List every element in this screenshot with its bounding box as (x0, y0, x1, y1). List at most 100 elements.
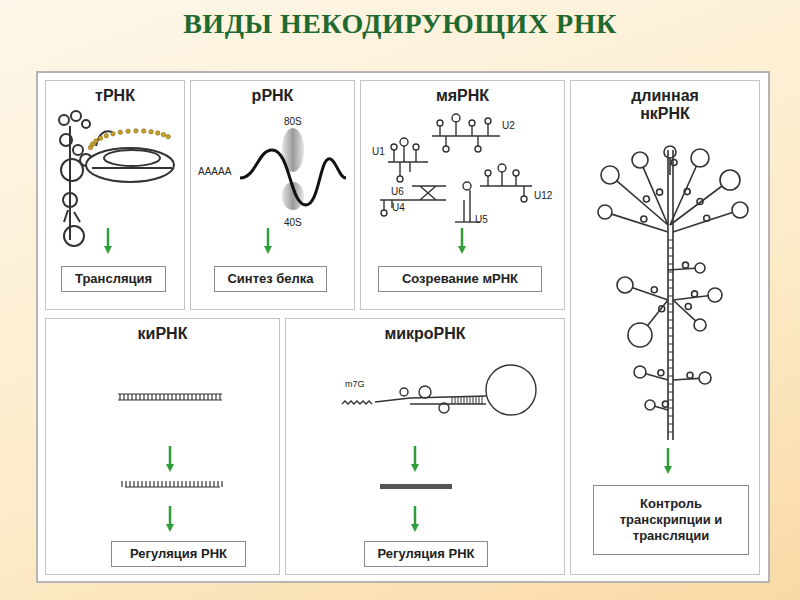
base-pair (143, 394, 144, 400)
result-box: Регуляция РНК (364, 541, 488, 567)
base-pair (668, 408, 673, 409)
rna-panel: рРНКСинтез белка (190, 80, 355, 310)
drawing-part (498, 164, 506, 172)
sirna-figure (118, 394, 222, 487)
base (145, 481, 146, 487)
base-pair (668, 376, 673, 377)
loop (598, 205, 612, 219)
loop (683, 262, 689, 268)
base-pair (668, 416, 673, 417)
loop (694, 319, 706, 331)
heading-text: микроРНК (384, 325, 465, 343)
branch (647, 300, 668, 326)
loop (657, 189, 663, 195)
base-pair (467, 396, 468, 404)
drawing-part (71, 111, 81, 121)
base (125, 481, 126, 487)
base-pair (127, 394, 128, 400)
base-pair (211, 394, 212, 400)
panel-heading: микроРНК (286, 325, 564, 343)
base-pair (668, 256, 673, 257)
drawing-part (381, 210, 387, 216)
base (185, 481, 186, 487)
base-pair (155, 394, 156, 400)
base (165, 481, 166, 487)
base (169, 481, 170, 487)
loop (732, 202, 748, 218)
base (209, 481, 210, 487)
drawing-part (169, 446, 172, 468)
drawing-part (485, 118, 491, 124)
drawing-part (118, 394, 222, 400)
base (161, 481, 162, 487)
drawing-part (461, 228, 464, 250)
result-box: Созревание мРНК (378, 266, 542, 292)
base (221, 481, 222, 487)
loop (687, 372, 693, 378)
base-pair (668, 320, 673, 321)
base (205, 481, 206, 487)
base-pair (123, 394, 124, 400)
base-pair (461, 396, 462, 404)
loop (699, 372, 711, 384)
loop (632, 152, 648, 168)
drawing-part (375, 396, 486, 404)
bead (161, 132, 165, 136)
drawing-part (107, 228, 110, 250)
drawing-part (400, 388, 408, 396)
base-pair (479, 396, 480, 404)
drawing-part (104, 150, 160, 166)
base-pair (219, 394, 220, 400)
loop (671, 160, 677, 166)
loop (684, 189, 690, 195)
base (217, 481, 218, 487)
heading-text: киРНК (138, 325, 188, 343)
base-pair (191, 394, 192, 400)
branch (673, 300, 696, 321)
rna-panel: киРНКРегуляция РНК (45, 318, 280, 575)
loop (664, 146, 676, 158)
drawing-part (400, 162, 410, 176)
drawing-part (464, 190, 470, 222)
loop (697, 199, 703, 205)
loop (720, 170, 740, 190)
lncrna-figure (598, 146, 748, 440)
drawing-part (513, 170, 519, 176)
drawing-part (384, 200, 392, 210)
bead (118, 130, 122, 134)
drawing-part (73, 145, 83, 155)
figure-label: 80S (284, 117, 302, 127)
drawing-part (400, 138, 408, 146)
branch (612, 214, 668, 232)
base-pair (668, 240, 673, 241)
drawing-part (380, 186, 446, 200)
heading-text: рРНК (252, 87, 294, 105)
figure-label: U2 (502, 121, 515, 131)
base-pair (171, 394, 172, 400)
base-pair (464, 396, 465, 404)
base-pair (470, 396, 471, 404)
mature-mirna (380, 484, 452, 489)
peptide-chain (88, 129, 170, 150)
branch (673, 296, 708, 300)
base-pair (668, 272, 673, 273)
title: ВИДЫ НЕКОДИРУЮЩИХ РНК (0, 8, 800, 40)
base (137, 481, 138, 487)
base-pair (473, 396, 474, 404)
drawing-part (413, 144, 419, 150)
base-pair (482, 396, 483, 404)
stem (668, 150, 673, 440)
base-pair (159, 394, 160, 400)
loop (658, 370, 664, 376)
base-pair (668, 400, 673, 401)
drawing-part (86, 148, 174, 182)
base-pair (215, 394, 216, 400)
base-pair (668, 328, 673, 329)
drawing-part (64, 226, 84, 246)
rna-panel: тРНКТрансляция (45, 80, 185, 310)
base-pair (455, 396, 456, 404)
figure-label: U1 (372, 147, 385, 157)
base-pair (476, 396, 477, 404)
base-pair (668, 296, 673, 297)
figure-label: U12 (534, 191, 552, 201)
